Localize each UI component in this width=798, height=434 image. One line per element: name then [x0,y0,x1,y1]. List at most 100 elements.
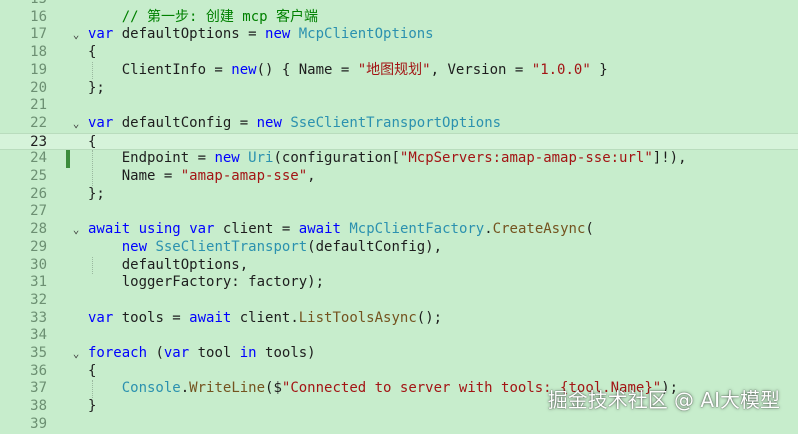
code-line-17[interactable]: 17 ⌄ var defaultOptions = new McpClientOpt… [0,26,798,44]
code-line-19[interactable]: 19 ClientInfo = new() { Name = "地图规划", V… [0,62,798,80]
code-text: }; [88,186,105,204]
code-line-15[interactable]: 15 [0,0,798,9]
code-line-29[interactable]: 29 new SseClientTransport(defaultConfig)… [0,239,798,257]
code-token: defaultOptions = [113,26,265,42]
code-text: { [88,363,96,381]
indent-guide [92,257,93,275]
code-line-16[interactable]: 16 // 第一步: 创建 mcp 客户端 [0,9,798,27]
code-token: ($ [265,380,282,396]
code-token: var [88,115,113,131]
code-token [88,9,122,25]
code-text: { [88,44,96,62]
code-line-23[interactable]: 23 { [0,133,798,151]
code-token: , Version = [431,62,532,78]
code-text: foreach (var tool in tools) [88,345,316,363]
line-number: 15 [0,0,47,9]
code-line-22[interactable]: 22 ⌄ var defaultConfig = new SseClientTran… [0,115,798,133]
code-line-18[interactable]: 18 { [0,44,798,62]
code-text: }; [88,80,105,98]
code-line-33[interactable]: 33 var tools = await client.ListToolsAsyn… [0,310,798,328]
code-token: defaultConfig = [113,115,256,131]
code-line-20[interactable]: 20}; [0,80,798,98]
code-text: // 第一步: 创建 mcp 客户端 [88,9,318,27]
code-token: ( [147,345,164,361]
line-number: 32 [0,292,47,310]
line-number: 22 [0,115,47,133]
line-number: 18 [0,44,47,62]
code-text: defaultOptions, [88,257,248,275]
line-number: 35 [0,345,47,363]
code-token: var [88,310,113,326]
code-line-26[interactable]: 26}; [0,186,798,204]
code-token: new [122,239,147,255]
code-line-35[interactable]: 35 ⌄ foreach (var tool in tools) [0,345,798,363]
code-token: } [591,62,608,78]
change-indicator [66,150,70,168]
fold-toggle-icon[interactable]: ⌄ [70,26,82,44]
code-line-27[interactable]: 27 [0,203,798,221]
code-line-32[interactable]: 32 [0,292,798,310]
line-number: 38 [0,398,47,416]
code-text: var defaultConfig = new SseClientTranspo… [88,115,501,133]
code-line-24[interactable]: 24 Endpoint = new Uri(configuration["Mcp… [0,150,798,168]
indent-guide [92,62,93,80]
code-token: await [88,221,130,237]
code-line-39[interactable]: 39 [0,416,798,434]
fold-toggle-icon[interactable]: ⌄ [70,221,82,239]
line-number: 28 [0,221,47,239]
code-token: "McpServers:amap-amap-sse:url" [400,150,653,166]
code-token: { [88,134,96,150]
code-token [290,26,298,42]
code-token: SseClientTransport [155,239,307,255]
code-token: client. [231,310,298,326]
code-line-36[interactable]: 36{ [0,363,798,381]
line-number: 17 [0,26,47,44]
code-line-28[interactable]: 28 ⌄ await using var client = await McpCli… [0,221,798,239]
code-token: defaultOptions, [88,257,248,273]
line-number: 37 [0,380,47,398]
code-token: { [88,363,96,379]
line-number: 27 [0,203,47,221]
code-text: ClientInfo = new() { Name = "地图规划", Vers… [88,62,608,80]
code-token: WriteLine [189,380,265,396]
code-text: Endpoint = new Uri(configuration["McpSer… [88,150,687,168]
line-number: 19 [0,62,47,80]
code-token: tools) [257,345,316,361]
code-line-34[interactable]: 34 [0,327,798,345]
line-number: 23 [0,134,47,152]
fold-toggle-icon[interactable]: ⌄ [70,345,82,363]
code-token: new [257,115,282,131]
code-token: in [240,345,257,361]
code-token: "amap-amap-sse" [181,168,307,184]
code-token: (); [417,310,442,326]
code-token: "1.0.0" [532,62,591,78]
code-token: Endpoint = [88,150,214,166]
code-line-21[interactable]: 21 [0,97,798,115]
code-token: () { Name = [257,62,358,78]
code-token [130,221,138,237]
code-token: SseClientTransportOptions [290,115,501,131]
fold-toggle-icon[interactable]: ⌄ [70,115,82,133]
code-text: } [88,398,96,416]
code-line-25[interactable]: 25 Name = "amap-amap-sse", [0,168,798,186]
code-token: Name = [88,168,181,184]
code-line-30[interactable]: 30 defaultOptions, [0,257,798,275]
line-number: 33 [0,310,47,328]
code-line-31[interactable]: 31 loggerFactory: factory); [0,274,798,292]
code-text: await using var client = await McpClient… [88,221,594,239]
code-text: var tools = await client.ListToolsAsync(… [88,310,442,328]
code-token: . [484,221,492,237]
code-token: Console [122,380,181,396]
code-token: ClientInfo = [88,62,231,78]
code-token: (defaultConfig), [307,239,442,255]
code-text: var defaultOptions = new McpClientOption… [88,26,434,44]
code-token: tool [189,345,240,361]
code-token: , [307,168,315,184]
code-token: new [231,62,256,78]
code-token: ]!), [653,150,687,166]
line-number: 20 [0,80,47,98]
code-token: { [88,44,96,60]
code-text: Name = "amap-amap-sse", [88,168,316,186]
indent-guide [92,380,93,398]
